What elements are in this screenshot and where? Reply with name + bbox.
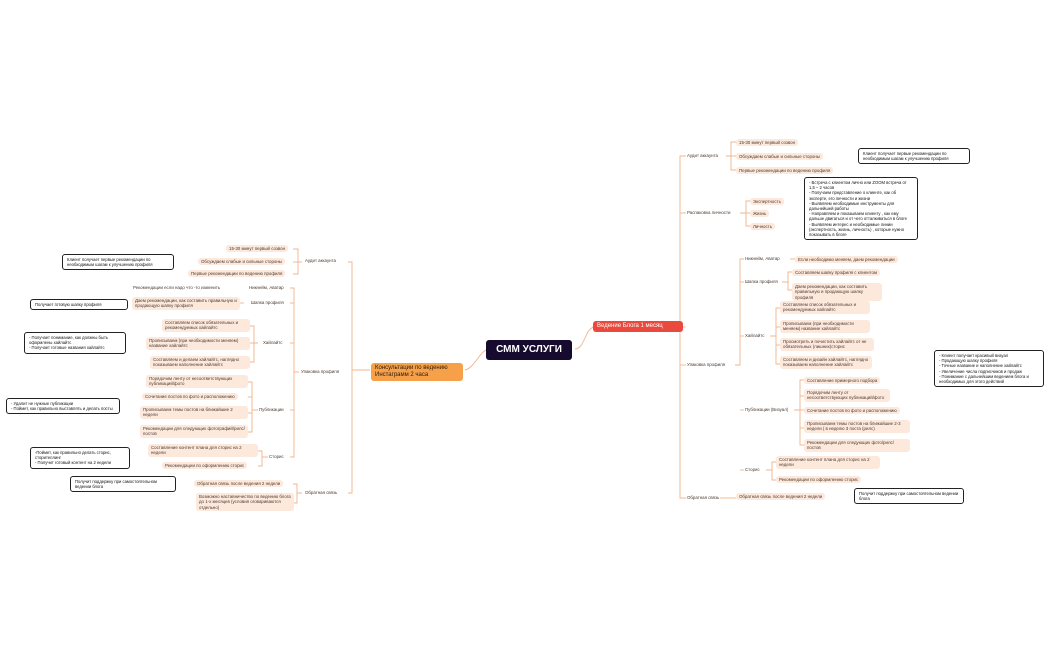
r-pub-item[interactable]: Составление примерного подбора — [804, 377, 881, 385]
r-hl-item[interactable]: Просмотреть и почистить хайлайтс от не о… — [780, 338, 874, 351]
l-feedback-item[interactable]: Возможно наставничество по ведению блога… — [196, 493, 294, 512]
r-upak-note: - Клиент получает красивый визуал - Прод… — [934, 350, 1044, 388]
right-main-node[interactable]: Ведение Блога 1 месяц — [593, 321, 683, 332]
l-audit-note: Клиент получает первые рекомендации по н… — [62, 254, 174, 271]
left-main-node[interactable]: Консультации по ведению Инстаграмм 2 час… — [371, 363, 463, 381]
l-pub-node[interactable]: Публикации — [259, 407, 284, 412]
l-hl-item[interactable]: Прописываем (при необходимости меняем) н… — [146, 337, 250, 350]
l-upak-node[interactable]: Упаковка профиля — [301, 369, 340, 374]
l-stories-note: -Поймет, как правильно делать сторис, ст… — [30, 447, 130, 469]
l-stories-item[interactable]: Составление контент плана для сторис на … — [148, 444, 258, 457]
r-stories-item[interactable]: Рекомендации по оформлению сторис — [776, 476, 862, 484]
l-header-item[interactable]: Даем рекомендации, как составить правиль… — [132, 297, 240, 310]
r-rasp-note: - Встреча с клиентом лично или ZOOM встр… — [804, 177, 918, 241]
r-header-item[interactable]: Даем рекомендации, как составить правиль… — [792, 283, 882, 302]
r-pub-item[interactable]: Сочетание постов по фото и расположению — [804, 407, 900, 415]
root-node[interactable]: СММ УСЛУГИ — [486, 340, 572, 360]
r-upak-node[interactable]: Упаковка профиля — [687, 362, 726, 367]
r-rasp-item[interactable]: Личность — [750, 223, 775, 231]
l-hl-item[interactable]: Составляем и делаем хайлайтс, наглядно п… — [150, 356, 250, 369]
l-pub-item[interactable]: Порядочим ленту от несоответствующих пуб… — [146, 375, 248, 388]
r-pub-item[interactable]: Порядочим ленту от несоответствующих пуб… — [804, 389, 890, 402]
l-audit-node[interactable]: Аудит аккаунта — [305, 258, 336, 263]
l-hl-node[interactable]: Хайлайтс — [263, 340, 283, 345]
r-stories-item[interactable]: Составление контент плана для сторис на … — [776, 456, 880, 469]
r-pub-node[interactable]: Публикации (Визуал) — [745, 407, 789, 412]
r-audit-item[interactable]: 15-30 минут первый созвон — [736, 139, 798, 147]
r-hl-item[interactable]: Прописываем (при необходимости меняем) н… — [780, 320, 870, 333]
r-audit-item[interactable]: Обсуждаем слабые и сильные стороны — [736, 153, 823, 161]
l-pub-note: - Удалит не нужные публикации - Поймет, … — [6, 398, 120, 415]
r-feedback-note: Получит поддержку при самостоятельном ве… — [854, 488, 964, 505]
r-audit-node[interactable]: Аудит аккаунта — [687, 153, 718, 158]
l-hl-item[interactable]: Составляем список обязательных и рекомен… — [162, 319, 250, 332]
l-audit-item[interactable]: Первые рекомендации по ведению профиля — [188, 270, 286, 278]
l-pub-item[interactable]: Прописываем темы постов на ближайшие 2 н… — [140, 406, 248, 419]
l-stories-item[interactable]: Рекомендации по оформлению сторис — [162, 462, 248, 470]
r-feedback-item[interactable]: Обратная связь после ведения 2 недели — [736, 493, 826, 501]
l-nick-item[interactable]: Рекомендации если надо что -то изменить — [133, 285, 221, 290]
l-pub-item[interactable]: Сочетание постов по фото и расположению — [142, 393, 238, 401]
r-header-node[interactable]: Шапка профиля — [745, 279, 778, 284]
r-pub-item[interactable]: Прописываем темы постов на ближайшие 2-3… — [804, 420, 910, 433]
r-nick-item[interactable]: Если необходимо меняем, даем рекомендаци… — [795, 256, 898, 264]
r-header-item[interactable]: Составляем шапку профиля с клиентом — [792, 269, 880, 277]
l-audit-item[interactable]: Обсуждаем слабые и сильные стороны — [198, 258, 285, 266]
l-feedback-note: Получит поддержку при самостоятельном ве… — [70, 476, 176, 493]
l-header-node[interactable]: Шапка профиля — [251, 300, 284, 305]
r-hl-item[interactable]: Составляем список обязательных и рекомен… — [780, 301, 870, 314]
l-pub-item[interactable]: Рекомендации для следующих фотографий/ри… — [140, 425, 248, 438]
r-rasp-item[interactable]: Жизнь — [750, 210, 770, 218]
l-hl-note: - Получает понимание, как должны быть оф… — [24, 332, 126, 354]
l-feedback-node[interactable]: Обратная связь — [305, 490, 338, 495]
r-stories-node[interactable]: Сторис — [745, 467, 760, 472]
l-audit-item[interactable]: 15-30 минут первый созвон — [226, 245, 288, 253]
r-nick-node[interactable]: Никнейм, Аватар — [745, 256, 780, 261]
l-feedback-item[interactable]: Обратная связь после ведения 2 недели — [194, 480, 284, 488]
r-rasp-node[interactable]: Распаковка личности — [687, 210, 731, 215]
r-hl-node[interactable]: Хайлайтс — [745, 333, 765, 338]
r-rasp-item[interactable]: Экспертность — [750, 198, 784, 206]
l-header-note: Получает готовую шапку профиля — [30, 299, 128, 311]
r-audit-note: Клиент получает первые рекомендации по н… — [858, 148, 970, 165]
r-feedback-node[interactable]: Обратная связь — [687, 495, 720, 500]
l-nick-node[interactable]: Никнейм, Аватар — [249, 285, 284, 290]
r-pub-item[interactable]: Рекомендации для следующих фото/рилс/пос… — [804, 439, 910, 452]
r-hl-item[interactable]: Составляем и дизайн хайлайтс, наглядно п… — [780, 356, 872, 369]
l-stories-node[interactable]: Сторис — [269, 454, 284, 459]
r-audit-item[interactable]: Первые рекомендации по ведению профиля — [736, 167, 834, 175]
